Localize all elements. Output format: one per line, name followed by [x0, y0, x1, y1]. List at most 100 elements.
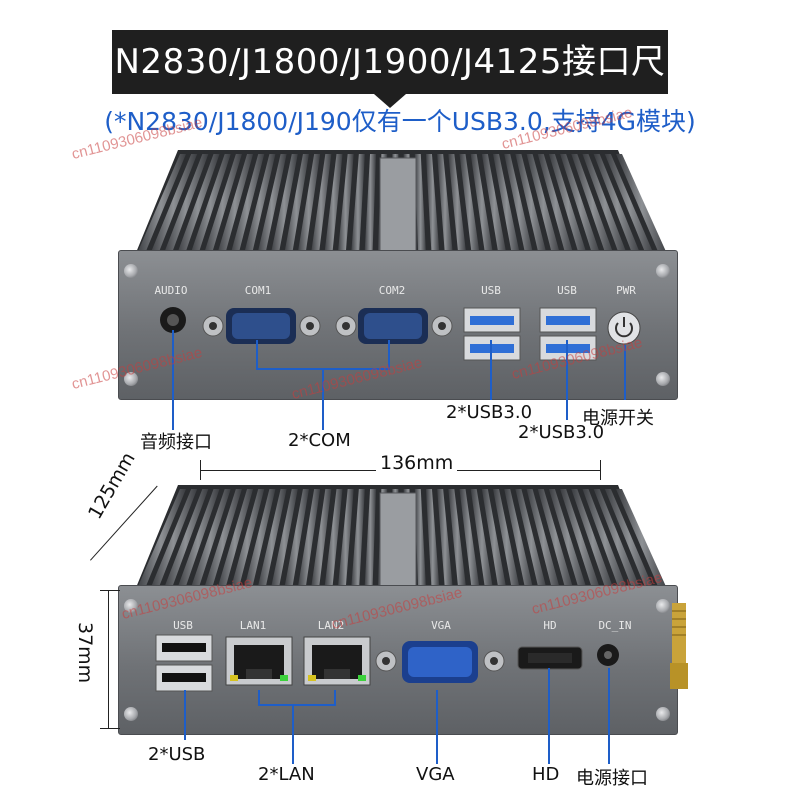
heatsink-fin: [470, 154, 494, 256]
port-label-dc-in: DC_IN: [598, 619, 632, 632]
heatsink-fin: [604, 489, 655, 591]
heatsink-fin: [324, 489, 343, 591]
heatsink-fin: [560, 154, 601, 256]
heatsink-fin: [162, 154, 209, 256]
heatsink-fin: [616, 154, 668, 256]
callout-line: [172, 330, 174, 430]
heatsink-fin: [136, 489, 186, 591]
port-label-vga: VGA: [431, 619, 451, 632]
heatsink-fin: [350, 489, 365, 591]
heatsink-fin: [459, 489, 480, 591]
callout-line: [258, 690, 260, 706]
callout-audio: 音频接口: [140, 432, 212, 453]
rear-device-image: USB LAN1 LAN2 VGA HD DC_IN: [118, 485, 688, 735]
callout-line: [548, 668, 550, 764]
heatsink-fin: [537, 154, 574, 256]
heatsink-fin: [337, 489, 354, 591]
com-port-icon: [335, 308, 453, 344]
heatsink-fin: [515, 154, 548, 256]
heatsink-fin: [493, 489, 521, 591]
heatsink-fin: [243, 154, 276, 256]
lan-port-icon: [225, 636, 293, 686]
heatsink-fin: [571, 154, 615, 256]
heatsink-fin: [243, 489, 276, 591]
callout-line: [292, 704, 294, 764]
callout-line: [608, 668, 610, 764]
heatsink-fin: [560, 489, 601, 591]
heatsink-fin: [256, 154, 287, 256]
heatsink-fin: [437, 489, 454, 591]
heatsink-fin: [176, 489, 220, 591]
heatsink-fin: [270, 489, 298, 591]
callout-usb3-b: 2*USB3.0: [518, 422, 605, 443]
screw: [656, 599, 670, 613]
heatsink-fin: [504, 154, 534, 256]
port-label-lan1: LAN1: [239, 619, 267, 632]
heatsink-fin: [270, 154, 298, 256]
callout-power-switch: 电源开关: [582, 408, 654, 429]
callout-usb: 2*USB: [148, 744, 206, 765]
dimension-line-height: [108, 590, 109, 728]
heatsink-fin: [149, 489, 198, 591]
usb3-port-icon: [539, 307, 597, 361]
power-button-icon: [607, 311, 641, 345]
heatsink-fin: [414, 154, 427, 256]
port-label-audio: AUDIO: [154, 284, 188, 297]
heatsink-fin: [504, 489, 534, 591]
heatsink-fin: [604, 154, 655, 256]
screw: [656, 372, 670, 386]
heatsink-fin: [203, 489, 242, 591]
antenna-icon: [670, 603, 688, 689]
screw: [124, 372, 138, 386]
heatsink-fin: [136, 154, 186, 256]
callout-vga: VGA: [416, 764, 455, 785]
heatsink-fin: [425, 489, 440, 591]
heatsink-fin: [216, 489, 254, 591]
heatsink-fin: [176, 154, 220, 256]
heatsink-fin: [310, 489, 332, 591]
heatsink-fin: [593, 489, 642, 591]
vga-port-icon: [375, 641, 505, 683]
callout-dc-in: 电源接口: [576, 768, 648, 789]
heatsink-fin: [216, 154, 254, 256]
callout-line: [258, 704, 336, 706]
front-device-image: AUDIO COM1 COM2 USB USB PWR: [118, 150, 678, 400]
heatsink-fin: [350, 154, 365, 256]
screw: [656, 707, 670, 721]
port-label-pwr: PWR: [616, 284, 636, 297]
audio-jack-icon: [160, 307, 186, 333]
port-label-lan2: LAN2: [317, 619, 345, 632]
port-label-usb: USB: [557, 284, 577, 297]
dimension-tick: [600, 460, 601, 480]
port-label-com1: COM1: [244, 284, 272, 297]
callout-line: [388, 340, 390, 370]
title-banner: N2830/J1800/J1900/J4125接口尺寸: [112, 30, 668, 146]
heatsink-fin: [548, 154, 588, 256]
heatsink-fin: [310, 154, 332, 256]
heatsink-fin: [425, 154, 440, 256]
heatsink-fin: [337, 154, 354, 256]
callout-line: [436, 690, 438, 764]
heatsink-fin: [481, 154, 507, 256]
heatsink-fin: [493, 154, 521, 256]
screw: [124, 599, 138, 613]
callout-line: [184, 690, 186, 740]
usb-port-icon: [155, 634, 213, 692]
callout-line: [490, 340, 492, 400]
callout-line: [624, 345, 626, 400]
heatsink-fin: [593, 154, 642, 256]
dimension-tick: [200, 460, 201, 480]
dc-jack-icon: [597, 644, 619, 666]
heatsink-fin: [448, 489, 467, 591]
heatsink-fin: [297, 154, 321, 256]
rear-ports: [155, 634, 619, 692]
lan-port-icon: [303, 636, 371, 686]
port-label-usb: USB: [481, 284, 501, 297]
callout-com: 2*COM: [288, 430, 351, 451]
heatsink-fin: [537, 489, 574, 591]
heatsink-fin: [582, 489, 628, 591]
heatsink-fin: [526, 489, 561, 591]
dimension-height: 37mm: [74, 622, 96, 684]
heatsink-fin: [203, 154, 242, 256]
heatsink-fin: [526, 154, 561, 256]
